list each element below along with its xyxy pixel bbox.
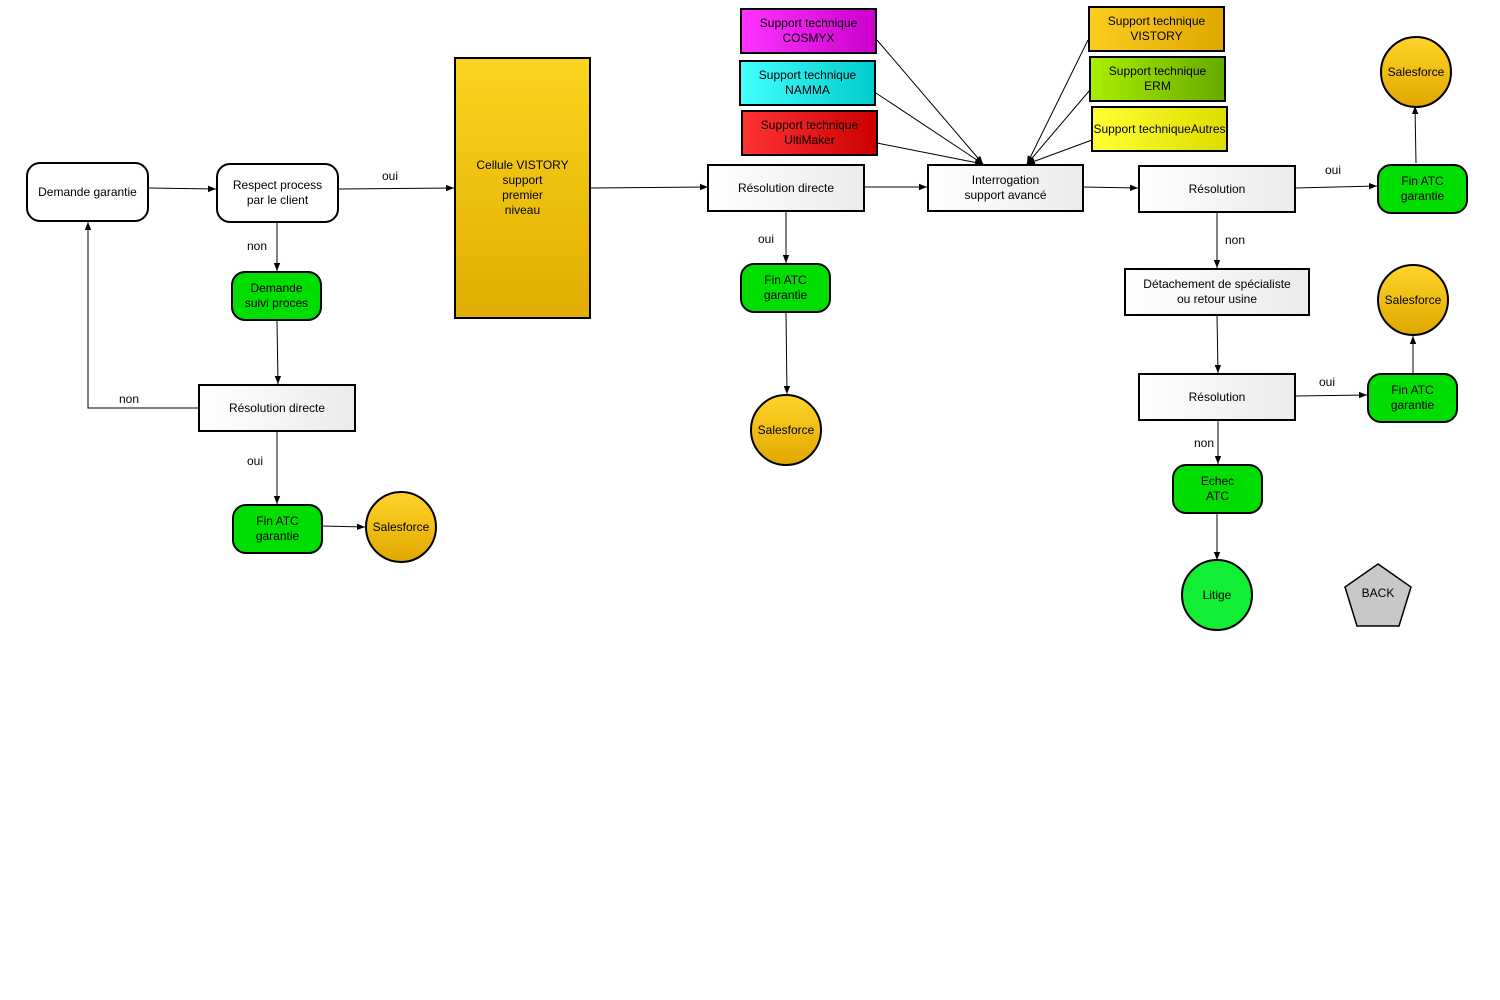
edge-autres-interrog	[1026, 139, 1093, 165]
salesforce-mid-node[interactable]: Salesforce	[750, 394, 822, 466]
label-non: non	[1225, 233, 1246, 247]
label-oui: oui	[247, 454, 264, 468]
edge-finatc-salesforce-mid	[783, 312, 791, 395]
edge-res1-finatc	[1294, 182, 1378, 190]
edge-namma-interrog	[875, 92, 984, 165]
back-label: BACK	[1361, 585, 1395, 600]
support-erm-node[interactable]: Support technique ERM	[1089, 56, 1226, 102]
resolution-directe-left-node[interactable]: Résolution directe	[198, 384, 356, 432]
label-non: non	[1194, 436, 1215, 450]
edge-suivi-resolution	[274, 320, 282, 385]
demande-suivi-node[interactable]: Demande suivi proces	[231, 271, 322, 321]
edge-resolution-loop	[84, 222, 199, 409]
label-oui: oui	[758, 232, 775, 246]
resolution-right1-node[interactable]: Résolution	[1138, 165, 1296, 213]
detachement-node[interactable]: Détachement de spécialiste ou retour usi…	[1124, 268, 1310, 316]
edge-ultimaker-interrog	[876, 142, 984, 166]
edge-respect-cellule	[337, 184, 455, 192]
edge-erm-interrog	[1026, 89, 1091, 165]
respect-process-node[interactable]: Respect process par le client	[216, 163, 339, 223]
edge-res2-finatc	[1295, 391, 1368, 399]
support-namma-node[interactable]: Support technique NAMMA	[739, 60, 876, 106]
label-oui: oui	[1325, 163, 1342, 177]
label-non: non	[247, 239, 268, 253]
fin-atc-mid-node[interactable]: Fin ATC garantie	[740, 263, 831, 313]
support-cosmyx-node[interactable]: Support technique COSMYX	[740, 8, 877, 54]
edge-interrog-res1	[1082, 184, 1139, 192]
echec-atc-node[interactable]: Echec ATC	[1172, 464, 1263, 514]
salesforce-right1-node[interactable]: Salesforce	[1380, 36, 1452, 108]
edge-detach-res2	[1214, 314, 1222, 374]
resolution-right2-node[interactable]: Résolution	[1138, 373, 1296, 421]
edge-finatc-salesforce-r1	[1411, 105, 1419, 164]
fin-atc-right2-node[interactable]: Fin ATC garantie	[1367, 373, 1458, 423]
back-button[interactable]: BACK	[1343, 562, 1413, 628]
salesforce-right2-node[interactable]: Salesforce	[1377, 264, 1449, 336]
edge-cosmyx-interrog	[876, 39, 984, 165]
fin-atc-left-node[interactable]: Fin ATC garantie	[232, 504, 323, 554]
edge-finatc-salesforce	[321, 523, 366, 531]
fin-atc-right1-node[interactable]: Fin ATC garantie	[1377, 164, 1468, 214]
litige-node[interactable]: Litige	[1181, 559, 1253, 631]
support-vistory-node[interactable]: Support technique VISTORY	[1088, 6, 1225, 52]
edge-demande-respect	[147, 185, 217, 193]
demande-garantie-node[interactable]: Demande garantie	[26, 162, 149, 222]
label-oui: oui	[382, 169, 399, 183]
support-autres-node[interactable]: Support techniqueAutres	[1091, 106, 1228, 152]
label-oui: oui	[1319, 375, 1336, 389]
salesforce-left-node[interactable]: Salesforce	[365, 491, 437, 563]
interrogation-support-node[interactable]: Interrogation support avancé	[927, 164, 1084, 212]
label-non: non	[119, 392, 140, 406]
cellule-vistory-node[interactable]: Cellule VISTORY support premier niveau	[454, 57, 591, 319]
pentagon-shape	[1344, 563, 1412, 627]
edge-cellule-resmid	[589, 183, 709, 191]
edge-vistory-interrog	[1026, 39, 1089, 165]
resolution-directe-mid-node[interactable]: Résolution directe	[707, 164, 865, 212]
support-ultimaker-node[interactable]: Support technique UltiMaker	[741, 110, 878, 156]
